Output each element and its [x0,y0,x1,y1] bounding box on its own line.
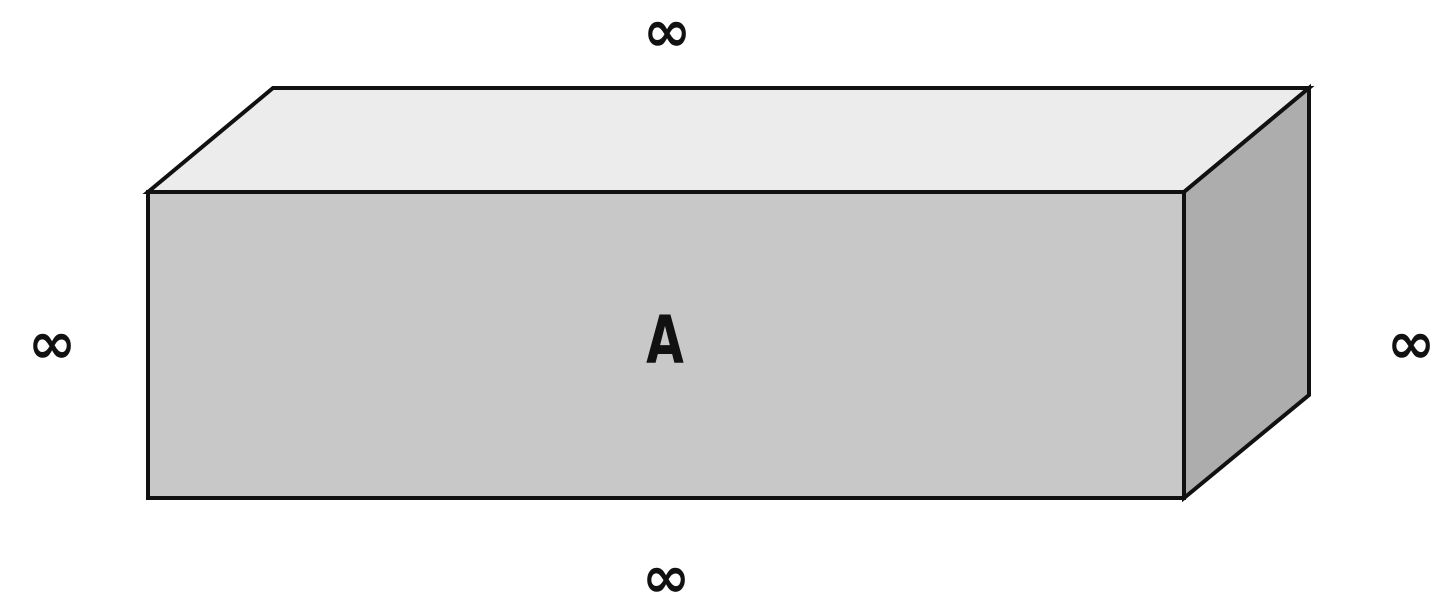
top-face [142,86,1315,194]
face-label-a: A [646,302,684,379]
infinity-symbol-bottom: ∞ [641,543,691,611]
infinity-symbol-right: ∞ [1386,309,1436,377]
infinity-symbol-left: ∞ [27,309,77,377]
infinity-symbol-top: ∞ [642,0,692,65]
front-face [146,190,1186,500]
